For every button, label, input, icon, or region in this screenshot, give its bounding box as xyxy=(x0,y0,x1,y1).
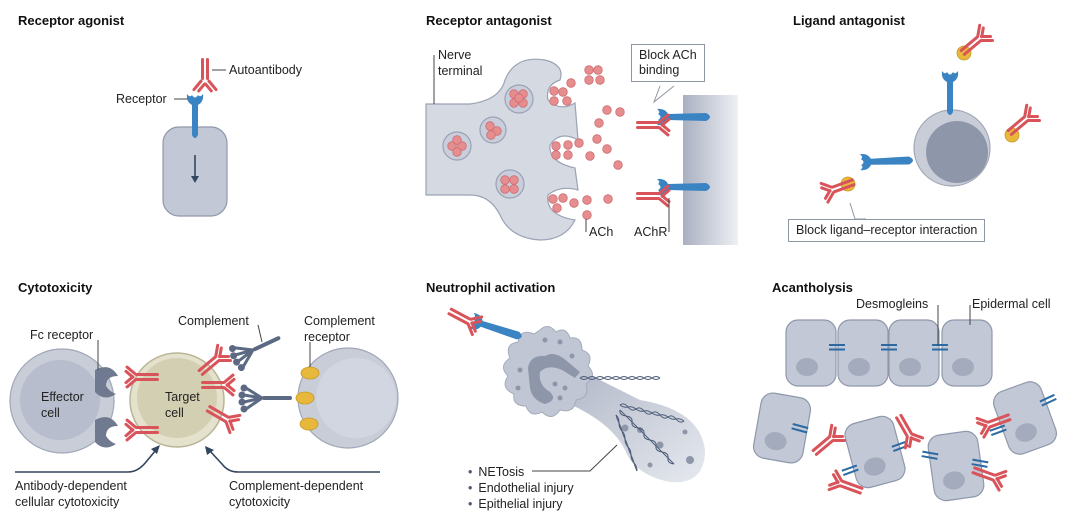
leader-line xyxy=(257,324,263,343)
label-complement: Complement xyxy=(178,314,249,328)
ach-molecules xyxy=(548,65,625,220)
bullet-item: NETosis xyxy=(468,464,574,480)
label-receptor: Receptor xyxy=(116,92,167,106)
complement-receptor xyxy=(299,417,319,431)
ligand-receptor xyxy=(941,71,959,115)
bullet-item: Epithelial injury xyxy=(468,496,574,512)
bullet-item: Endothelial injury xyxy=(468,480,573,496)
label-adcc-line2: cellular cytotoxicity xyxy=(15,495,120,509)
label-nerve-terminal-line1: Nerve xyxy=(438,48,472,62)
label-effector-cell-line2: cell xyxy=(41,406,60,420)
cytotoxicity-illustration xyxy=(9,323,399,473)
fc-receptor xyxy=(95,367,118,398)
synaptic-vesicle xyxy=(479,116,507,144)
label-cdc-line1: Complement-dependent xyxy=(229,479,364,493)
label-autoantibody: Autoantibody xyxy=(229,63,302,77)
nerve-terminal xyxy=(425,58,579,241)
neutrophil-illustration xyxy=(443,300,705,483)
label-complement-receptor-line2: receptor xyxy=(304,330,350,344)
epidermal-cell xyxy=(888,319,940,387)
callout-pointer xyxy=(849,202,866,220)
epidermal-cell xyxy=(837,319,889,387)
panel-title-acantholysis: Acantholysis xyxy=(772,280,853,295)
blocking-antibody xyxy=(636,183,673,209)
label-ach: ACh xyxy=(589,225,614,239)
adcc-arrow xyxy=(15,449,157,473)
fc-receptor xyxy=(95,417,118,448)
synaptic-vesicle xyxy=(504,84,534,114)
epidermal-cell xyxy=(941,319,993,387)
panel-title-ligand-antagonist: Ligand antagonist xyxy=(793,13,905,28)
immune-cell-nucleus xyxy=(926,121,988,183)
panel-title-neutrophil-activation: Neutrophil activation xyxy=(426,280,556,295)
callout-line: binding xyxy=(639,63,680,77)
signal-arrowhead xyxy=(191,176,199,183)
epidermal-cell xyxy=(926,429,986,503)
adcc-arrowhead xyxy=(151,445,160,454)
acantholysis-illustration xyxy=(751,305,1061,503)
pemphigus-antibody xyxy=(805,420,850,463)
epidermal-cell xyxy=(751,390,813,466)
complement-receptor xyxy=(300,366,320,380)
panel-title-cytotoxicity: Cytotoxicity xyxy=(18,280,93,295)
ligand-antagonist-illustration xyxy=(815,20,1045,220)
effector-cell-nucleus xyxy=(20,360,100,440)
callout-line: Block ACh xyxy=(639,48,697,62)
agonist-autoantibody xyxy=(191,58,219,95)
receptor-agonist-illustration xyxy=(162,58,228,217)
label-effector-cell-line1: Effector xyxy=(41,390,84,404)
neutrophil-effects-list: NETosis Endothelial injury Epithelial in… xyxy=(468,464,574,512)
label-complement-receptor-line1: Complement xyxy=(304,314,375,328)
label-nerve-terminal-line2: terminal xyxy=(438,64,483,78)
callout-block-ach-binding: Block ACh binding xyxy=(631,44,705,82)
label-epidermal-cell: Epidermal cell xyxy=(972,297,1051,311)
label-cdc-line2: cytotoxicity xyxy=(229,495,291,509)
synaptic-vesicle xyxy=(495,169,525,199)
epidermal-cell xyxy=(841,413,909,491)
ligand-receptor xyxy=(859,152,914,171)
epidermal-cell xyxy=(785,319,837,387)
label-target-cell-line1: Target xyxy=(165,390,200,404)
label-achr: AChR xyxy=(634,225,668,239)
granules xyxy=(515,337,694,468)
panel-title-receptor-agonist: Receptor agonist xyxy=(18,13,125,28)
label-target-cell-line2: cell xyxy=(165,406,184,420)
callout-pointer xyxy=(652,85,675,104)
label-fc-receptor: Fc receptor xyxy=(30,328,94,342)
neutrophil-cell xyxy=(503,326,593,417)
blocking-antibody xyxy=(636,112,673,138)
label-desmogleins: Desmogleins xyxy=(856,297,929,311)
receptor-antagonist-illustration xyxy=(425,55,738,245)
complement-cell-nucleus xyxy=(316,358,396,438)
complement-protein xyxy=(224,323,288,375)
synaptic-vesicle xyxy=(442,131,472,161)
dna-strands xyxy=(579,376,685,472)
cdc-arrowhead xyxy=(205,446,214,455)
panel-title-receptor-antagonist: Receptor antagonist xyxy=(426,13,552,28)
complement-protein xyxy=(237,383,294,414)
neutrophil-nucleus xyxy=(528,354,580,404)
label-adcc-line1: Antibody-dependent xyxy=(15,479,127,493)
cdc-arrow xyxy=(208,449,380,473)
callout-block-ligand-receptor: Block ligand–receptor interaction xyxy=(788,219,986,242)
complement-receptor xyxy=(295,391,315,405)
